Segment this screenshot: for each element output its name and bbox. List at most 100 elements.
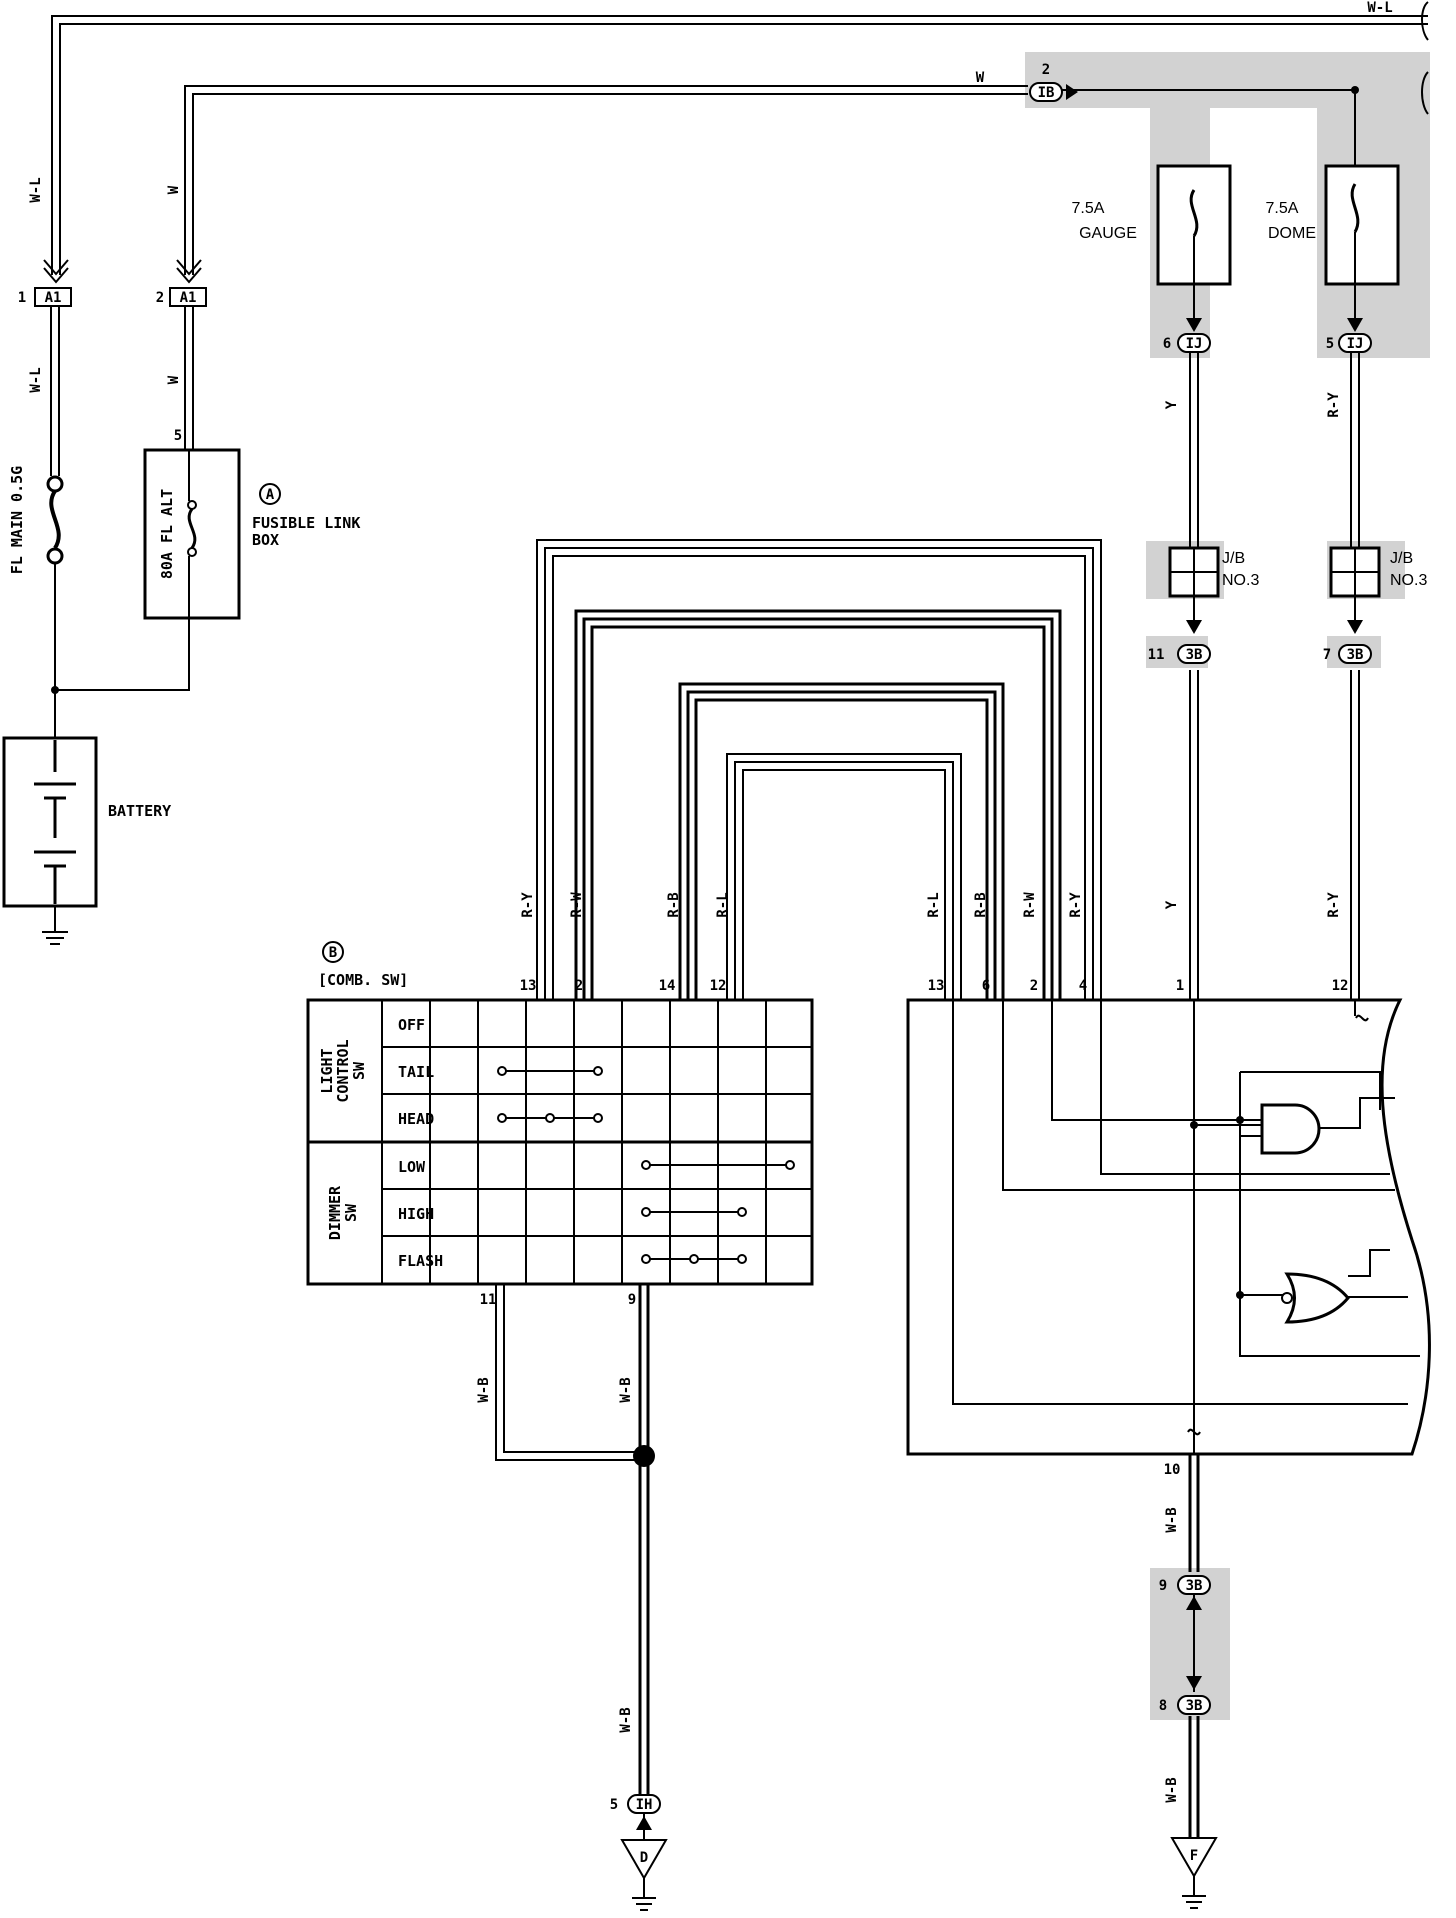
sw-pin-9: 9 bbox=[628, 1292, 636, 1308]
module-junction-1 bbox=[1190, 1121, 1198, 1129]
svg-text:13: 13 bbox=[928, 978, 945, 994]
ground-d: D bbox=[620, 1839, 668, 1911]
svg-text:12: 12 bbox=[710, 978, 727, 994]
svg-text:R-W: R-W bbox=[1022, 892, 1038, 918]
svg-text:[COMB. SW]: [COMB. SW] bbox=[318, 971, 408, 989]
harness-wires bbox=[536, 539, 1102, 1000]
svg-text:SW: SW bbox=[350, 1061, 368, 1080]
left-wires bbox=[50, 306, 194, 740]
svg-text:NO.3: NO.3 bbox=[1222, 572, 1259, 589]
fl-main-fuse: FL MAIN 0.5G bbox=[8, 466, 64, 574]
3b-connector-ground-bottom: 3B 8 bbox=[1159, 1695, 1211, 1715]
svg-text:LIGHT: LIGHT bbox=[318, 1048, 336, 1093]
svg-text:8: 8 bbox=[1159, 1698, 1167, 1714]
svg-text:R-B: R-B bbox=[666, 892, 682, 917]
module-internal-circuit bbox=[952, 1000, 1420, 1454]
jb-no3-dome: J/B NO.3 bbox=[1329, 546, 1427, 634]
wire-label-wl-1: W-L bbox=[28, 177, 44, 202]
svg-text:14: 14 bbox=[659, 978, 676, 994]
fl-alt-fuse-box: 5 80A FL ALT bbox=[143, 428, 241, 620]
svg-text:7: 7 bbox=[1323, 647, 1331, 663]
svg-text:9: 9 bbox=[1159, 1578, 1167, 1594]
switch-ground-wires bbox=[495, 1284, 650, 1800]
svg-text:3B: 3B bbox=[1347, 647, 1364, 663]
module-box bbox=[906, 998, 1431, 1456]
comb-switch-header: B [COMB. SW] bbox=[318, 941, 408, 989]
svg-text:5: 5 bbox=[610, 1797, 618, 1813]
svg-text:DOME: DOME bbox=[1268, 225, 1316, 242]
top-wires bbox=[51, 15, 1428, 320]
svg-text:LOW: LOW bbox=[398, 1158, 426, 1176]
module-junction-3 bbox=[1236, 1291, 1244, 1299]
svg-text:4: 4 bbox=[1079, 978, 1087, 994]
svg-text:1: 1 bbox=[1176, 978, 1184, 994]
svg-text:BOX: BOX bbox=[252, 531, 279, 549]
svg-text:CONTROL: CONTROL bbox=[334, 1039, 352, 1102]
comb-switch-table: LIGHT CONTROL SW DIMMER SW OFF TAIL HEAD… bbox=[306, 998, 814, 1286]
wire-label-w-top: W bbox=[976, 70, 985, 86]
sw-pin-11: 11 bbox=[480, 1292, 497, 1308]
svg-text:GAUGE: GAUGE bbox=[1079, 225, 1137, 242]
svg-text:BATTERY: BATTERY bbox=[108, 802, 171, 820]
svg-text:IH: IH bbox=[636, 1797, 653, 1813]
svg-text:7.5A: 7.5A bbox=[1266, 200, 1299, 217]
right-feed-wires bbox=[1189, 352, 1360, 1000]
svg-text:2: 2 bbox=[1030, 978, 1038, 994]
wire-label-w-1: W bbox=[166, 185, 182, 194]
module-pin-numbers: 13 6 2 4 1 12 10 bbox=[928, 978, 1349, 1478]
svg-text:13: 13 bbox=[520, 978, 537, 994]
wire-breaks bbox=[1421, 1, 1429, 115]
3b-connector-gauge: 3B 11 bbox=[1148, 644, 1211, 664]
fusible-link-label: A FUSIBLE LINK BOX bbox=[252, 483, 360, 549]
svg-text:DIMMER: DIMMER bbox=[326, 1185, 344, 1240]
wire-label-wb-2: W-B bbox=[618, 1377, 634, 1402]
svg-text:2: 2 bbox=[1042, 62, 1050, 78]
harness-wire-labels: R-Y R-W R-B R-L R-L R-B R-W R-Y bbox=[520, 892, 1084, 918]
svg-text:A1: A1 bbox=[180, 290, 197, 306]
svg-text:3B: 3B bbox=[1186, 1698, 1203, 1714]
svg-text:OFF: OFF bbox=[398, 1016, 425, 1034]
svg-text:10: 10 bbox=[1164, 1462, 1181, 1478]
ij-connector-gauge: IJ 6 bbox=[1163, 318, 1211, 353]
svg-text:6: 6 bbox=[982, 978, 990, 994]
svg-text:2: 2 bbox=[575, 978, 583, 994]
wire-label-wb-5: W-B bbox=[1164, 1777, 1180, 1802]
svg-text:HIGH: HIGH bbox=[398, 1205, 434, 1223]
ground-f-wires bbox=[1188, 1454, 1200, 1838]
svg-text:5: 5 bbox=[1326, 336, 1334, 352]
wire-label-wb-3: W-B bbox=[618, 1707, 634, 1732]
svg-text:3B: 3B bbox=[1186, 647, 1203, 663]
wire-label-w-2: W bbox=[166, 375, 182, 384]
ih-connector: IH 5 bbox=[610, 1794, 661, 1840]
svg-text:R-L: R-L bbox=[926, 892, 942, 917]
ij-connector-dome: IJ 5 bbox=[1326, 318, 1372, 353]
svg-text:R-Y: R-Y bbox=[520, 892, 536, 918]
svg-text:80A FL ALT: 80A FL ALT bbox=[158, 489, 176, 579]
svg-text:D: D bbox=[640, 1850, 648, 1866]
wire-label-wl-2: W-L bbox=[28, 367, 44, 392]
gauge-fuse: 7.5A GAUGE bbox=[1072, 164, 1232, 320]
battery: BATTERY bbox=[2, 736, 171, 945]
svg-text:FLASH: FLASH bbox=[398, 1252, 443, 1270]
or-gate-input-bubble bbox=[1281, 1292, 1293, 1304]
svg-text:A1: A1 bbox=[45, 290, 62, 306]
module-junction-2 bbox=[1236, 1116, 1244, 1124]
svg-text:J/B: J/B bbox=[1390, 550, 1413, 567]
svg-text:SW: SW bbox=[342, 1203, 360, 1222]
svg-text:R-B: R-B bbox=[973, 892, 989, 917]
svg-text:B: B bbox=[329, 945, 337, 961]
svg-text:F: F bbox=[1190, 1848, 1198, 1864]
battery-junction bbox=[51, 686, 59, 694]
svg-text:FL MAIN 0.5G: FL MAIN 0.5G bbox=[8, 466, 26, 574]
svg-text:1: 1 bbox=[18, 290, 26, 306]
ib-connector: IB 2 bbox=[1029, 62, 1078, 102]
svg-text:R-L: R-L bbox=[715, 892, 731, 917]
switch-pin-numbers: 13 2 14 12 bbox=[520, 978, 727, 994]
svg-text:R-Y: R-Y bbox=[1068, 892, 1084, 918]
svg-text:R-W: R-W bbox=[569, 892, 585, 918]
dome-fuse: 7.5A DOME bbox=[1266, 164, 1400, 320]
a1-connector-left: A1 1 bbox=[18, 287, 72, 307]
wire-label-ry-1: R-Y bbox=[1326, 392, 1342, 418]
svg-text:2: 2 bbox=[156, 290, 164, 306]
